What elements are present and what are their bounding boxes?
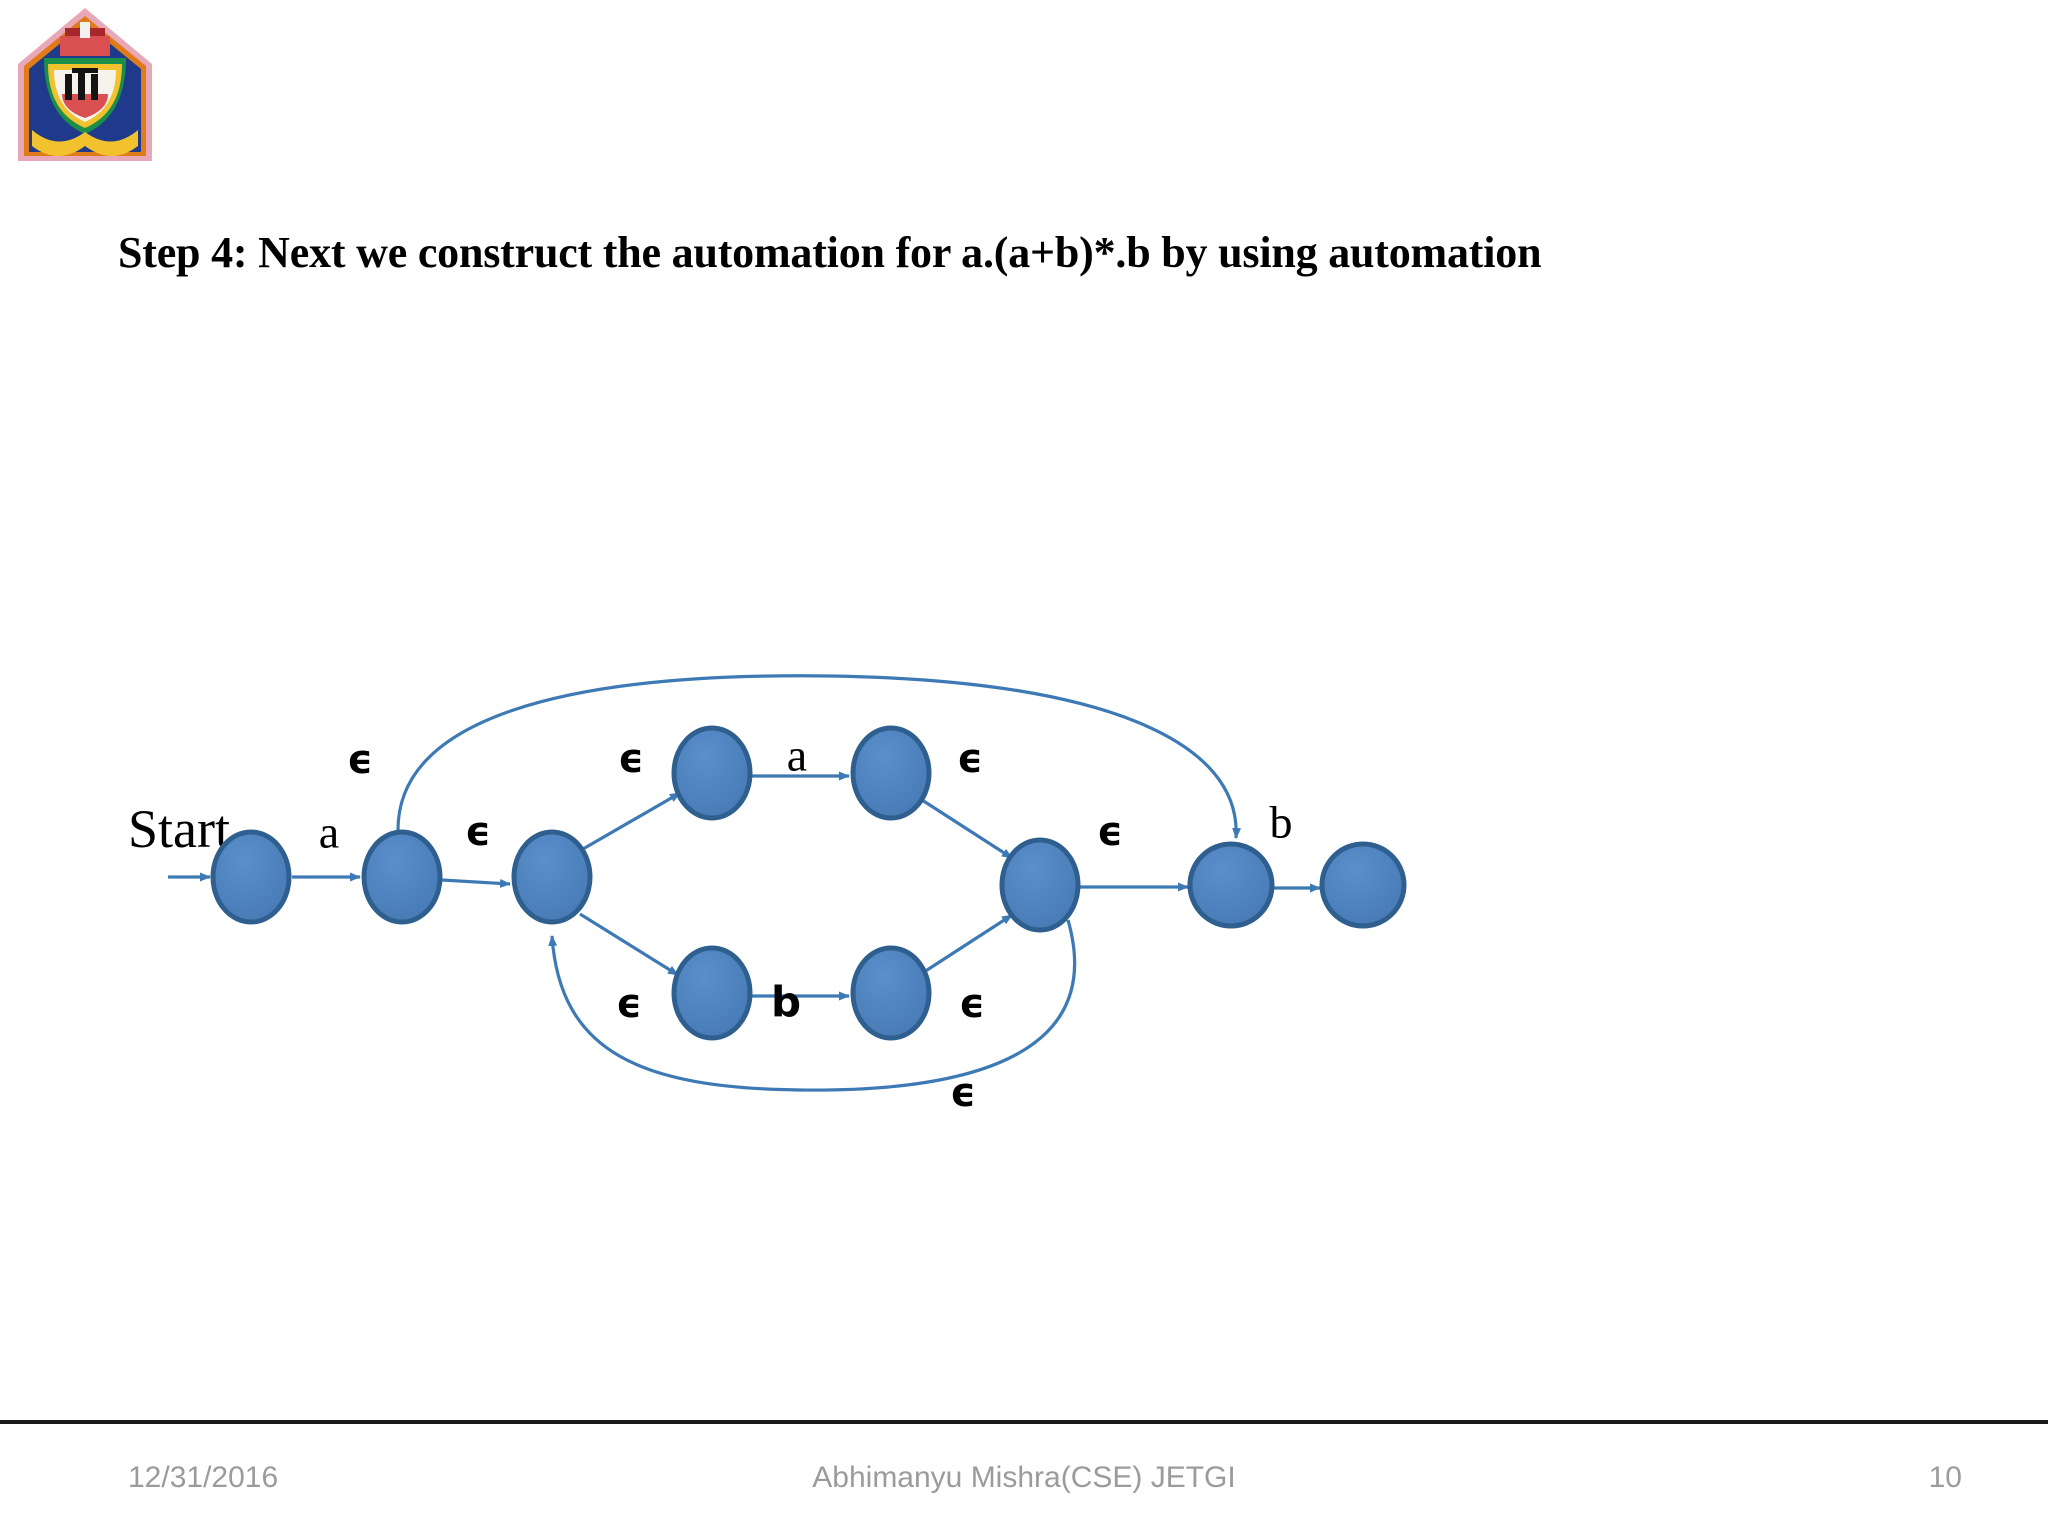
edge-label-q1-q8-arc: ϵ bbox=[347, 737, 373, 783]
edge-label-q2-q5: ϵ bbox=[616, 981, 642, 1027]
start-label: Start bbox=[128, 799, 230, 859]
footer-author: Abhimanyu Mishra(CSE) JETGI bbox=[812, 1461, 1236, 1494]
edge-q2-q3 bbox=[582, 791, 681, 851]
state-q0[interactable] bbox=[210, 829, 292, 925]
edge-label-q1-q2: ϵ bbox=[465, 809, 491, 855]
edge-label-q2-q3: ϵ bbox=[618, 736, 644, 782]
edge-label-q6-q7: ϵ bbox=[959, 981, 985, 1027]
footer-date: 12/31/2016 bbox=[128, 1461, 279, 1494]
state-q8[interactable] bbox=[1187, 841, 1275, 929]
edge-q2-q5 bbox=[579, 912, 679, 977]
slide-title: Step 4: Next we construct the automation… bbox=[118, 228, 1542, 277]
edge-q4-q7 bbox=[921, 798, 1013, 860]
state-q2[interactable] bbox=[511, 829, 593, 925]
crest-svg bbox=[18, 8, 152, 161]
edge-label-q4-q7: ϵ bbox=[957, 736, 983, 782]
state-q1[interactable] bbox=[361, 829, 443, 925]
state-q7[interactable] bbox=[999, 837, 1081, 933]
edge-label-q0-q1: a bbox=[318, 806, 340, 858]
edge-q6-q7 bbox=[923, 913, 1013, 974]
edge-label-q7-q8: ϵ bbox=[1097, 809, 1123, 855]
footer-divider bbox=[0, 1420, 2048, 1424]
edge-q1-q8-arc bbox=[396, 674, 1242, 839]
institute-crest-logo bbox=[10, 6, 160, 166]
state-q3[interactable] bbox=[671, 725, 753, 821]
state-q9[interactable] bbox=[1319, 841, 1407, 929]
footer-page-number: 10 bbox=[1928, 1461, 1962, 1494]
state-layer bbox=[210, 725, 1407, 1041]
edge-label-q7-q2-arc: ϵ bbox=[950, 1070, 976, 1116]
state-q5[interactable] bbox=[671, 945, 753, 1041]
edge-label-q8-q9: b bbox=[1269, 796, 1293, 848]
edge-q7-q2-arc bbox=[548, 919, 1076, 1092]
state-q4[interactable] bbox=[850, 725, 932, 821]
edge-label-q5-q6: b bbox=[770, 977, 802, 1027]
edge-layer bbox=[168, 674, 1321, 1092]
edge-q1-q2 bbox=[441, 878, 511, 888]
state-q6[interactable] bbox=[850, 945, 932, 1041]
edge-label-q3-q4: a bbox=[786, 729, 808, 781]
